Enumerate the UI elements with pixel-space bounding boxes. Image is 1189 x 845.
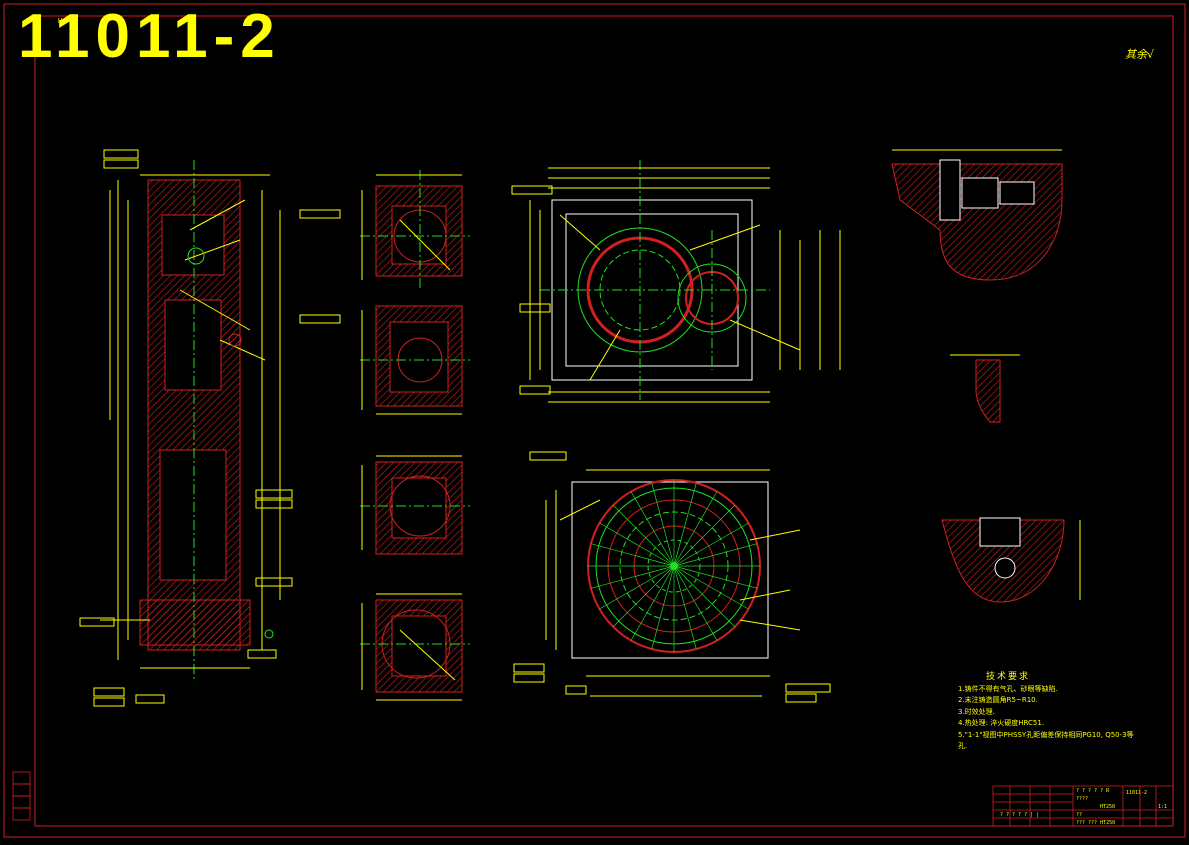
title-block-part-code: 11011-2 [1126, 790, 1148, 796]
detail-view-bottom-right [941, 517, 1081, 603]
tech-item: 1.铸件不得有气孔、砂眼等缺陷. [958, 684, 1058, 693]
flange-spoke-line [673, 504, 736, 567]
flange-spoke-line [599, 565, 675, 610]
section-views-column [360, 170, 470, 701]
flange-spoke-line [630, 565, 675, 641]
tech-item: 3.时效处理. [958, 707, 995, 716]
flange-spoke-line [673, 565, 697, 650]
outer-frame [3, 3, 1186, 838]
flange-spoke-line [590, 543, 675, 567]
tech-item: 2.未注铸造圆角R5~R10. [958, 696, 1038, 704]
tech-item: 孔. [958, 742, 968, 750]
flange-spoke-line [673, 543, 758, 567]
drawing-number: 11011-2 [18, 2, 281, 71]
inner-frame [34, 15, 1174, 827]
flange-spoke-line [612, 504, 675, 567]
technical-requirements: 技术要求 1.铸件不得有气孔、砂眼等缺陷. 2.未注铸造圆角R5~R10. 3.… [958, 672, 1138, 753]
flange-spoke-line [599, 522, 675, 567]
flange-spoke-line [673, 482, 697, 567]
title-block-row: ??? ??? HT250 [1076, 820, 1116, 826]
title-block-material: HT250 [1100, 804, 1116, 810]
title-block-row: ?? [1076, 812, 1083, 818]
tech-heading: 技术要求 [986, 672, 1031, 682]
tech-item: 5."1-1"视图中PHSSY孔距偏差保持相同PG10, Q50-3等 [958, 730, 1134, 739]
flange-spoke-line [673, 565, 758, 589]
tech-item: 4.热处理: 淬火硬度HRC51. [958, 719, 1045, 727]
flange-spoke-line [673, 565, 718, 641]
flange-spoke-line [630, 491, 675, 567]
flange-spoke-line [673, 565, 749, 610]
title-block-row: ? ? ? ? ? | | [1000, 812, 1040, 818]
flange-spoke-line [673, 522, 749, 567]
flange-spoke-line [673, 565, 736, 628]
title-block [992, 785, 1174, 827]
title-block-row: ???? [1076, 796, 1089, 802]
roughness-note: 其余√ [1125, 48, 1155, 61]
bottom-flange-view [513, 451, 831, 703]
margin-stamps [12, 771, 31, 821]
flange-spoke-line [612, 565, 675, 628]
flange-spoke-line [651, 482, 675, 567]
detail-view-top-right [891, 149, 1063, 281]
flange-spoke-line [673, 491, 718, 567]
title-block-row: ? ? ? ? ? R [1076, 788, 1110, 794]
main-elevation-view [79, 149, 341, 707]
flange-spoke-line [590, 565, 675, 589]
top-plan-view [511, 160, 841, 403]
flange-spoke-line [651, 565, 675, 650]
title-block-scale: 1:1 [1158, 804, 1168, 810]
sheet-label: H4H [58, 17, 71, 25]
detail-view-middle-right [950, 354, 1020, 423]
